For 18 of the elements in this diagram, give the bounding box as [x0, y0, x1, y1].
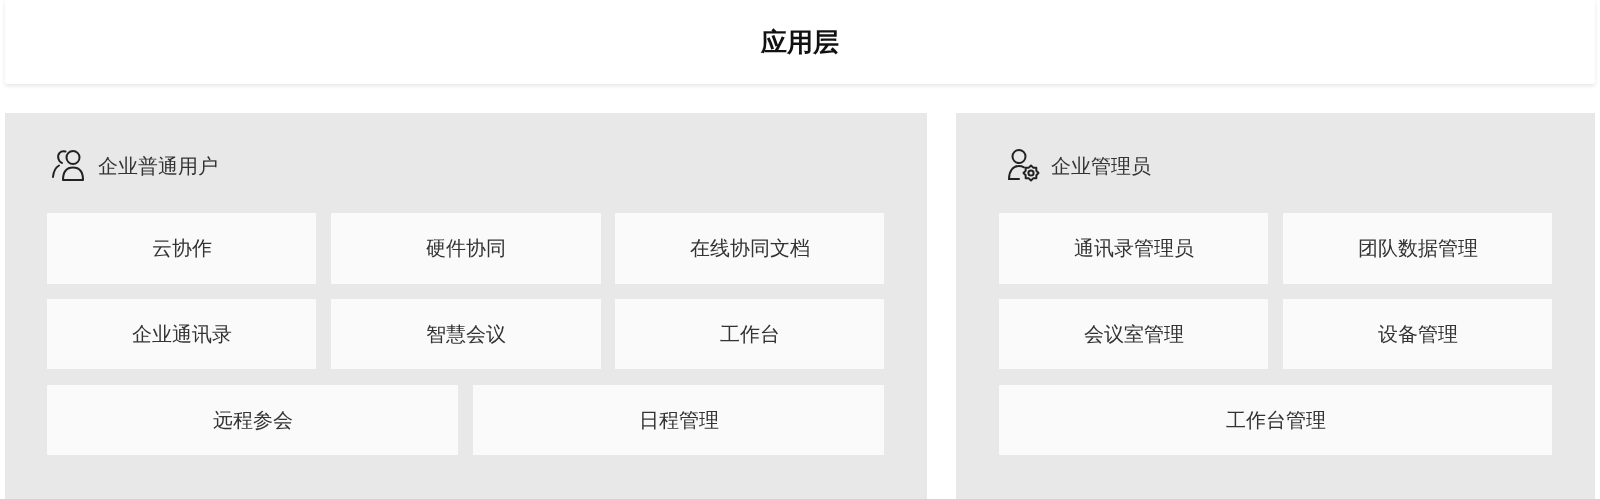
module-box: 工作台管理 — [999, 385, 1552, 455]
group-panel — [956, 113, 1595, 499]
module-box: 日程管理 — [473, 385, 884, 455]
module-box: 会议室管理 — [999, 299, 1268, 369]
module-box: 硬件协同 — [331, 213, 601, 284]
panel-heading: 企业管理员 — [1051, 154, 1151, 178]
group-panel — [5, 113, 927, 499]
module-box: 智慧会议 — [331, 299, 601, 369]
panel-heading: 企业普通用户 — [98, 154, 218, 178]
module-box: 通讯录管理员 — [999, 213, 1268, 284]
module-box: 工作台 — [615, 299, 884, 369]
layer-header: 应用层 — [5, 0, 1595, 84]
module-box: 远程参会 — [47, 385, 458, 455]
module-box: 企业通讯录 — [47, 299, 316, 369]
module-box: 团队数据管理 — [1283, 213, 1552, 284]
module-box: 云协作 — [47, 213, 316, 284]
module-box: 设备管理 — [1283, 299, 1552, 369]
module-box: 在线协同文档 — [615, 213, 884, 284]
